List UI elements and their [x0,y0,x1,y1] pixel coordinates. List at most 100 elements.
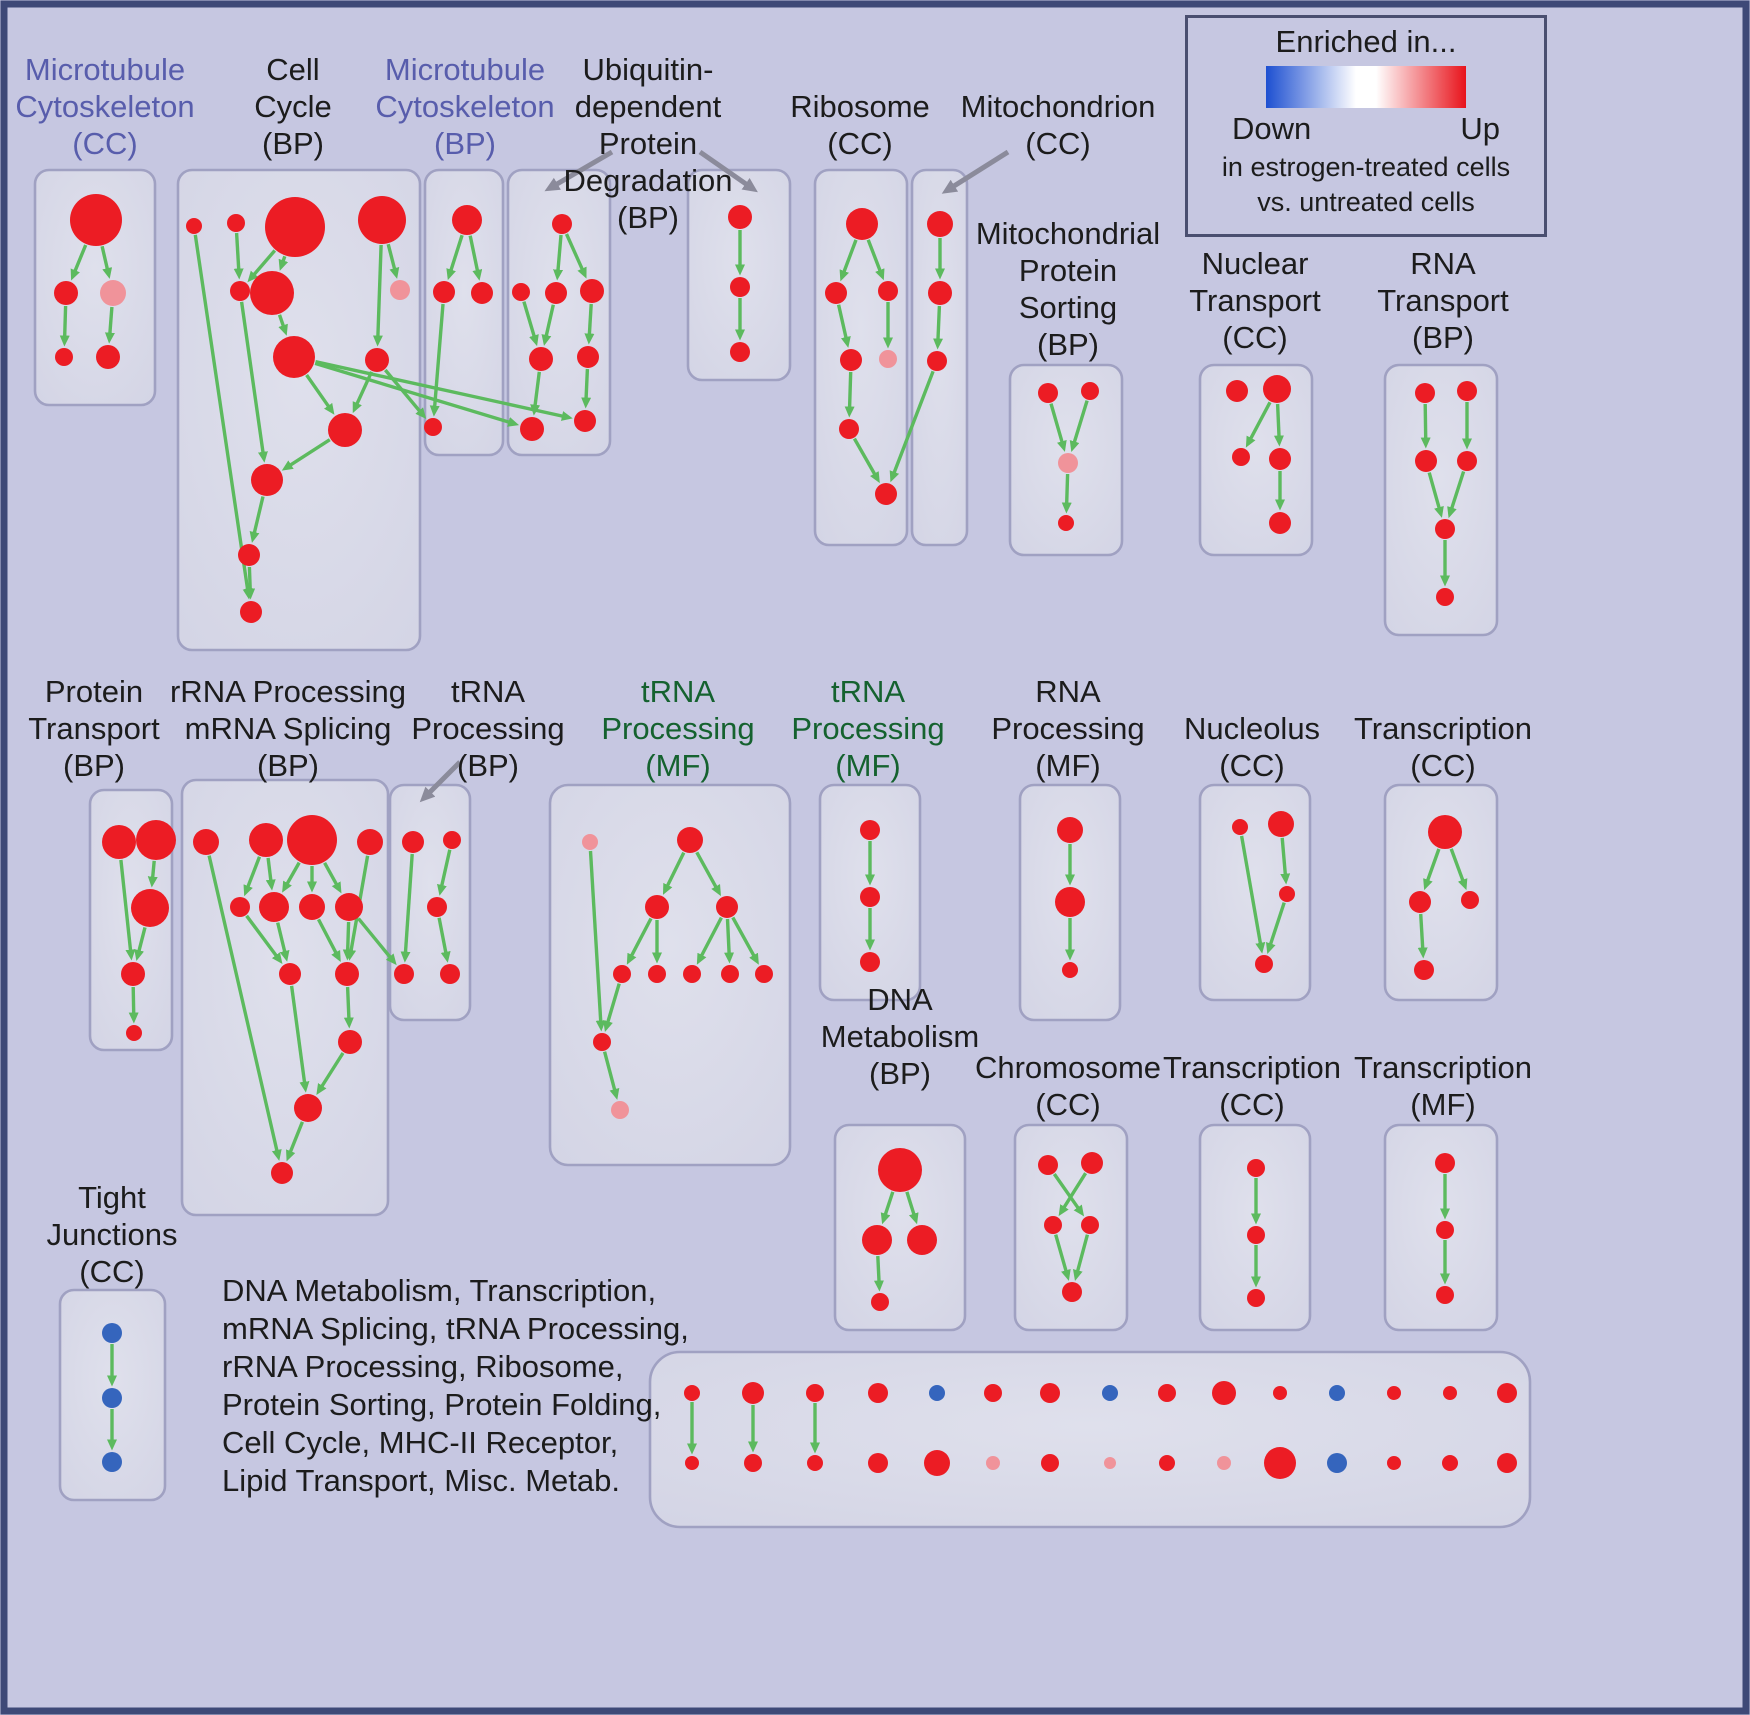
node-ubiquitin-degradation-a-7 [574,410,596,432]
node-rna-processing-mf-2 [1062,962,1078,978]
node-ubiquitin-degradation-a-4 [529,347,553,371]
edge-trna-processing-mf-1-3-6 [696,916,723,965]
node-cell-cycle-bp-9 [328,413,362,447]
node-ubiquitin-degradation-a-5 [577,346,599,368]
node-chromosome-cc-4 [1062,1282,1082,1302]
group-box-chromosome-cc [1013,1123,1129,1332]
node-misc-cluster-19 [924,1450,950,1476]
node-mitochondrial-protein-sorting-bp-0 [1038,383,1058,403]
edge-rrna-processing-mrna-splicing-bp-2-5 [282,861,301,893]
node-misc-cluster-26 [1327,1453,1347,1473]
edge-nuclear-transport-cc-1-2 [1245,401,1272,448]
label-transcription-cc-upper: Transcription(CC) [1354,711,1532,783]
node-rrna-processing-mrna-splicing-bp-10 [338,1030,362,1054]
node-protein-transport-bp-1 [136,820,176,860]
node-cell-cycle-bp-10 [251,464,283,496]
node-rna-transport-bp-1 [1457,381,1477,401]
edge-nucleolus-cc-0-3 [1239,835,1266,954]
node-misc-cluster-12 [1387,1386,1401,1400]
edge-trna-processing-mf-1-1-3 [695,851,721,897]
node-trna-processing-mf-2-2 [860,952,880,972]
node-misc-cluster-16 [744,1454,762,1472]
edge-protein-transport-bp-0-3 [119,859,136,961]
edge-ubiquitin-degradation-a-4-6 [530,371,541,416]
edge-trna-processing-mf-1-9-10 [602,1051,620,1100]
node-misc-cluster-2 [806,1384,824,1402]
layer-pointers [419,149,1010,803]
node-misc-cluster-14 [1497,1383,1517,1403]
node-trna-processing-mf-1-2 [645,895,669,919]
node-ribosome-cc-3 [840,349,862,371]
edge-dna-metabolism-bp-1-3 [873,1255,884,1292]
node-trna-processing-mf-1-10 [611,1101,629,1119]
node-ubiquitin-degradation-a-3 [580,279,604,303]
node-cell-cycle-bp-11 [238,544,260,566]
edge-microtubule-cytoskeleton-cc-0-2 [100,245,113,279]
node-rrna-processing-mrna-splicing-bp-0 [193,829,219,855]
node-misc-cluster-17 [807,1455,823,1471]
group-box-misc-cluster [648,1350,1532,1529]
edge-ribosome-cc-3-5 [844,371,855,418]
node-cell-cycle-bp-2 [265,197,325,257]
node-rna-transport-bp-4 [1435,519,1455,539]
node-misc-cluster-15 [685,1456,699,1470]
node-protein-transport-bp-3 [121,962,145,986]
node-rrna-processing-mrna-splicing-bp-9 [335,962,359,986]
node-trna-processing-bp-4 [440,964,460,984]
node-transcription-mf-1 [1436,1221,1454,1239]
node-trna-processing-mf-1-9 [593,1033,611,1051]
group-box-microtubule-cytoskeleton-bp [423,168,505,457]
node-nuclear-transport-cc-4 [1269,512,1291,534]
node-chromosome-cc-2 [1044,1216,1062,1234]
edge-trna-processing-mf-1-2-4 [626,917,653,965]
node-misc-cluster-9 [1212,1381,1236,1405]
legend-subtitle-line1: in estrogen-treated cells [1221,152,1511,182]
node-cell-cycle-bp-7 [273,336,315,378]
pointer-arrow-0 [544,149,614,192]
node-trna-processing-mf-1-8 [755,965,773,983]
node-misc-cluster-1 [742,1382,764,1404]
node-misc-cluster-20 [986,1456,1000,1470]
edge-cell-cycle-bp-9-10 [281,438,331,471]
edge-rrna-processing-mrna-splicing-bp-0-12 [207,855,282,1161]
group-box-rna-transport-bp [1383,363,1499,637]
edge-rrna-processing-mrna-splicing-bp-11-12 [286,1121,304,1162]
node-ribosome-cc-2 [878,281,898,301]
edge-ubiquitin-degradation-a-3-5 [584,303,595,345]
node-rrna-processing-mrna-splicing-bp-2 [287,815,337,865]
node-nucleolus-cc-3 [1255,955,1273,973]
edge-trna-processing-bp-1-2 [437,849,452,896]
node-trna-processing-bp-2 [427,897,447,917]
edge-chromosome-cc-0-3 [1052,1173,1085,1217]
edge-ribosome-cc-0-1 [839,239,858,282]
node-transcription-cc-upper-3 [1414,960,1434,980]
node-misc-cluster-8 [1158,1384,1176,1402]
label-nucleolus-cc: Nucleolus(CC) [1184,711,1320,783]
edge-ribosome-cc-1-3 [836,304,851,348]
edge-chromosome-cc-3-4 [1073,1234,1090,1281]
legend-scale-labels: Down Up [1232,111,1500,147]
edge-mitochondrial-protein-sorting-bp-2-3 [1061,473,1072,514]
node-chromosome-cc-1 [1081,1152,1103,1174]
node-misc-cluster-28 [1442,1455,1458,1471]
pointer-arrow-3 [419,760,462,803]
edge-microtubule-cytoskeleton-cc-2-4 [104,306,115,344]
edge-ubiquitin-degradation-a-1-4 [522,301,539,347]
node-misc-cluster-24 [1217,1456,1231,1470]
edge-rna-transport-bp-3-4 [1447,470,1466,519]
node-rrna-processing-mrna-splicing-bp-6 [299,894,325,920]
node-mitochondrial-protein-sorting-bp-2 [1058,453,1078,473]
cross-edge-0 [314,361,520,427]
cross-edge-4 [357,917,397,966]
node-protein-transport-bp-4 [126,1025,142,1041]
node-trna-processing-mf-1-7 [721,965,739,983]
node-rna-processing-mf-0 [1057,817,1083,843]
node-nuclear-transport-cc-0 [1226,380,1248,402]
